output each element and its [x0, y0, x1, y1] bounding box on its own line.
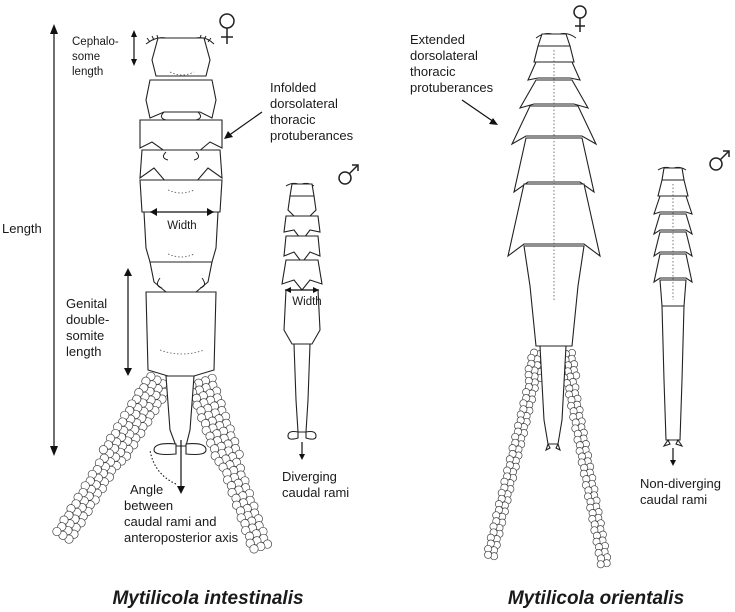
width-label-male: Width — [292, 296, 321, 308]
genital-label-4: length — [66, 344, 101, 359]
nondiverging-label-2: caudal rami — [640, 492, 707, 507]
infolded-label-3: thoracic — [270, 112, 316, 127]
infolded-label-4: protuberances — [270, 128, 354, 143]
angle-label-4: anteroposterior axis — [124, 530, 239, 545]
cephalosome-label-2: some — [72, 51, 100, 63]
intestinalis-female: Width — [52, 34, 273, 554]
cephalosome-arrow — [131, 30, 137, 66]
orientalis-female — [484, 33, 612, 569]
extended-label-3: thoracic — [410, 64, 456, 79]
diverging-label-1: Diverging — [282, 469, 337, 484]
angle-label-3: caudal rami and — [124, 514, 217, 529]
egg-strings-left — [52, 371, 273, 554]
extended-label-1: Extended — [410, 32, 465, 47]
cephalosome-label-1: Cephalo- — [72, 36, 119, 48]
infolded-label-1: Infolded — [270, 80, 316, 95]
male-symbol — [338, 164, 359, 185]
egg — [596, 560, 605, 569]
angle-label-1: Angle — [130, 482, 163, 497]
egg — [484, 550, 493, 559]
diverging-label-2: caudal rami — [282, 485, 349, 500]
female-symbol — [573, 5, 587, 32]
length-label: Length — [2, 221, 42, 236]
infolded-label-2: dorsolateral — [270, 96, 338, 111]
genital-arrow — [124, 268, 132, 376]
infolded-arrow — [224, 111, 263, 139]
cephalosome-label-3: length — [72, 66, 103, 78]
angle-label-2: between — [124, 498, 173, 513]
nondiverging-label-1: Non-diverging — [640, 476, 721, 491]
male-symbol — [709, 150, 730, 171]
egg — [52, 526, 62, 537]
egg-strings-right — [484, 348, 612, 569]
species-name-right: Mytilicola orientalis — [508, 588, 684, 609]
genital-label-2: double- — [66, 312, 109, 327]
species-name-left: Mytilicola intestinalis — [112, 588, 303, 609]
intestinalis-male: Width — [281, 182, 323, 460]
extended-label-2: dorsolateral — [410, 48, 478, 63]
orientalis-male — [653, 166, 693, 466]
female-symbol — [219, 13, 235, 44]
extended-label-4: protuberances — [410, 80, 494, 95]
genital-label-1: Genital — [66, 296, 107, 311]
genital-label-3: somite — [66, 328, 104, 343]
extended-arrow — [461, 99, 498, 125]
egg — [98, 445, 108, 455]
length-arrow — [50, 24, 58, 456]
egg — [249, 544, 259, 554]
width-label-female: Width — [167, 220, 196, 232]
